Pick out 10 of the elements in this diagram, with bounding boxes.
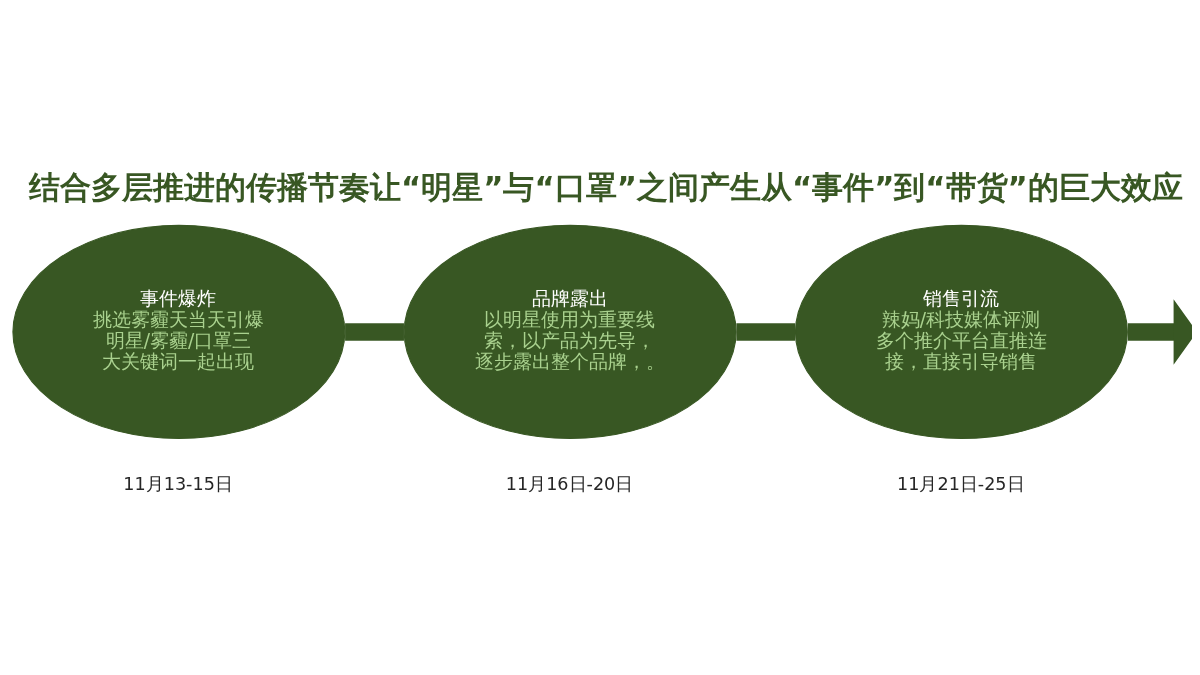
arrow — [1127, 298, 1192, 365]
node-label: 11月21日-25日 — [897, 473, 1025, 494]
node-label: 11月16日-20日 — [505, 473, 634, 494]
node-ellipse: 销售引流 辣妈/科技媒体评测多个推介平台直推连接，直接引导销售 — [794, 224, 1128, 439]
connector — [736, 322, 796, 341]
connector — [345, 322, 404, 341]
node-ellipse: 品牌露出 以明星使用为重要线索，以产品为先导，逐步露出整个品牌，。 — [403, 224, 737, 439]
node-label: 11月13-15日 — [123, 473, 233, 494]
diagram-title: 结合多层推进的传播节奏让“明星”与“口罩”之间产生从“事件”到“带货”的巨大效应 — [29, 168, 1183, 205]
node-ellipse: 事件爆炸 挑选雾霾天当天引爆明星/雾霾/口罩三大关键词一起出现 — [12, 224, 346, 439]
